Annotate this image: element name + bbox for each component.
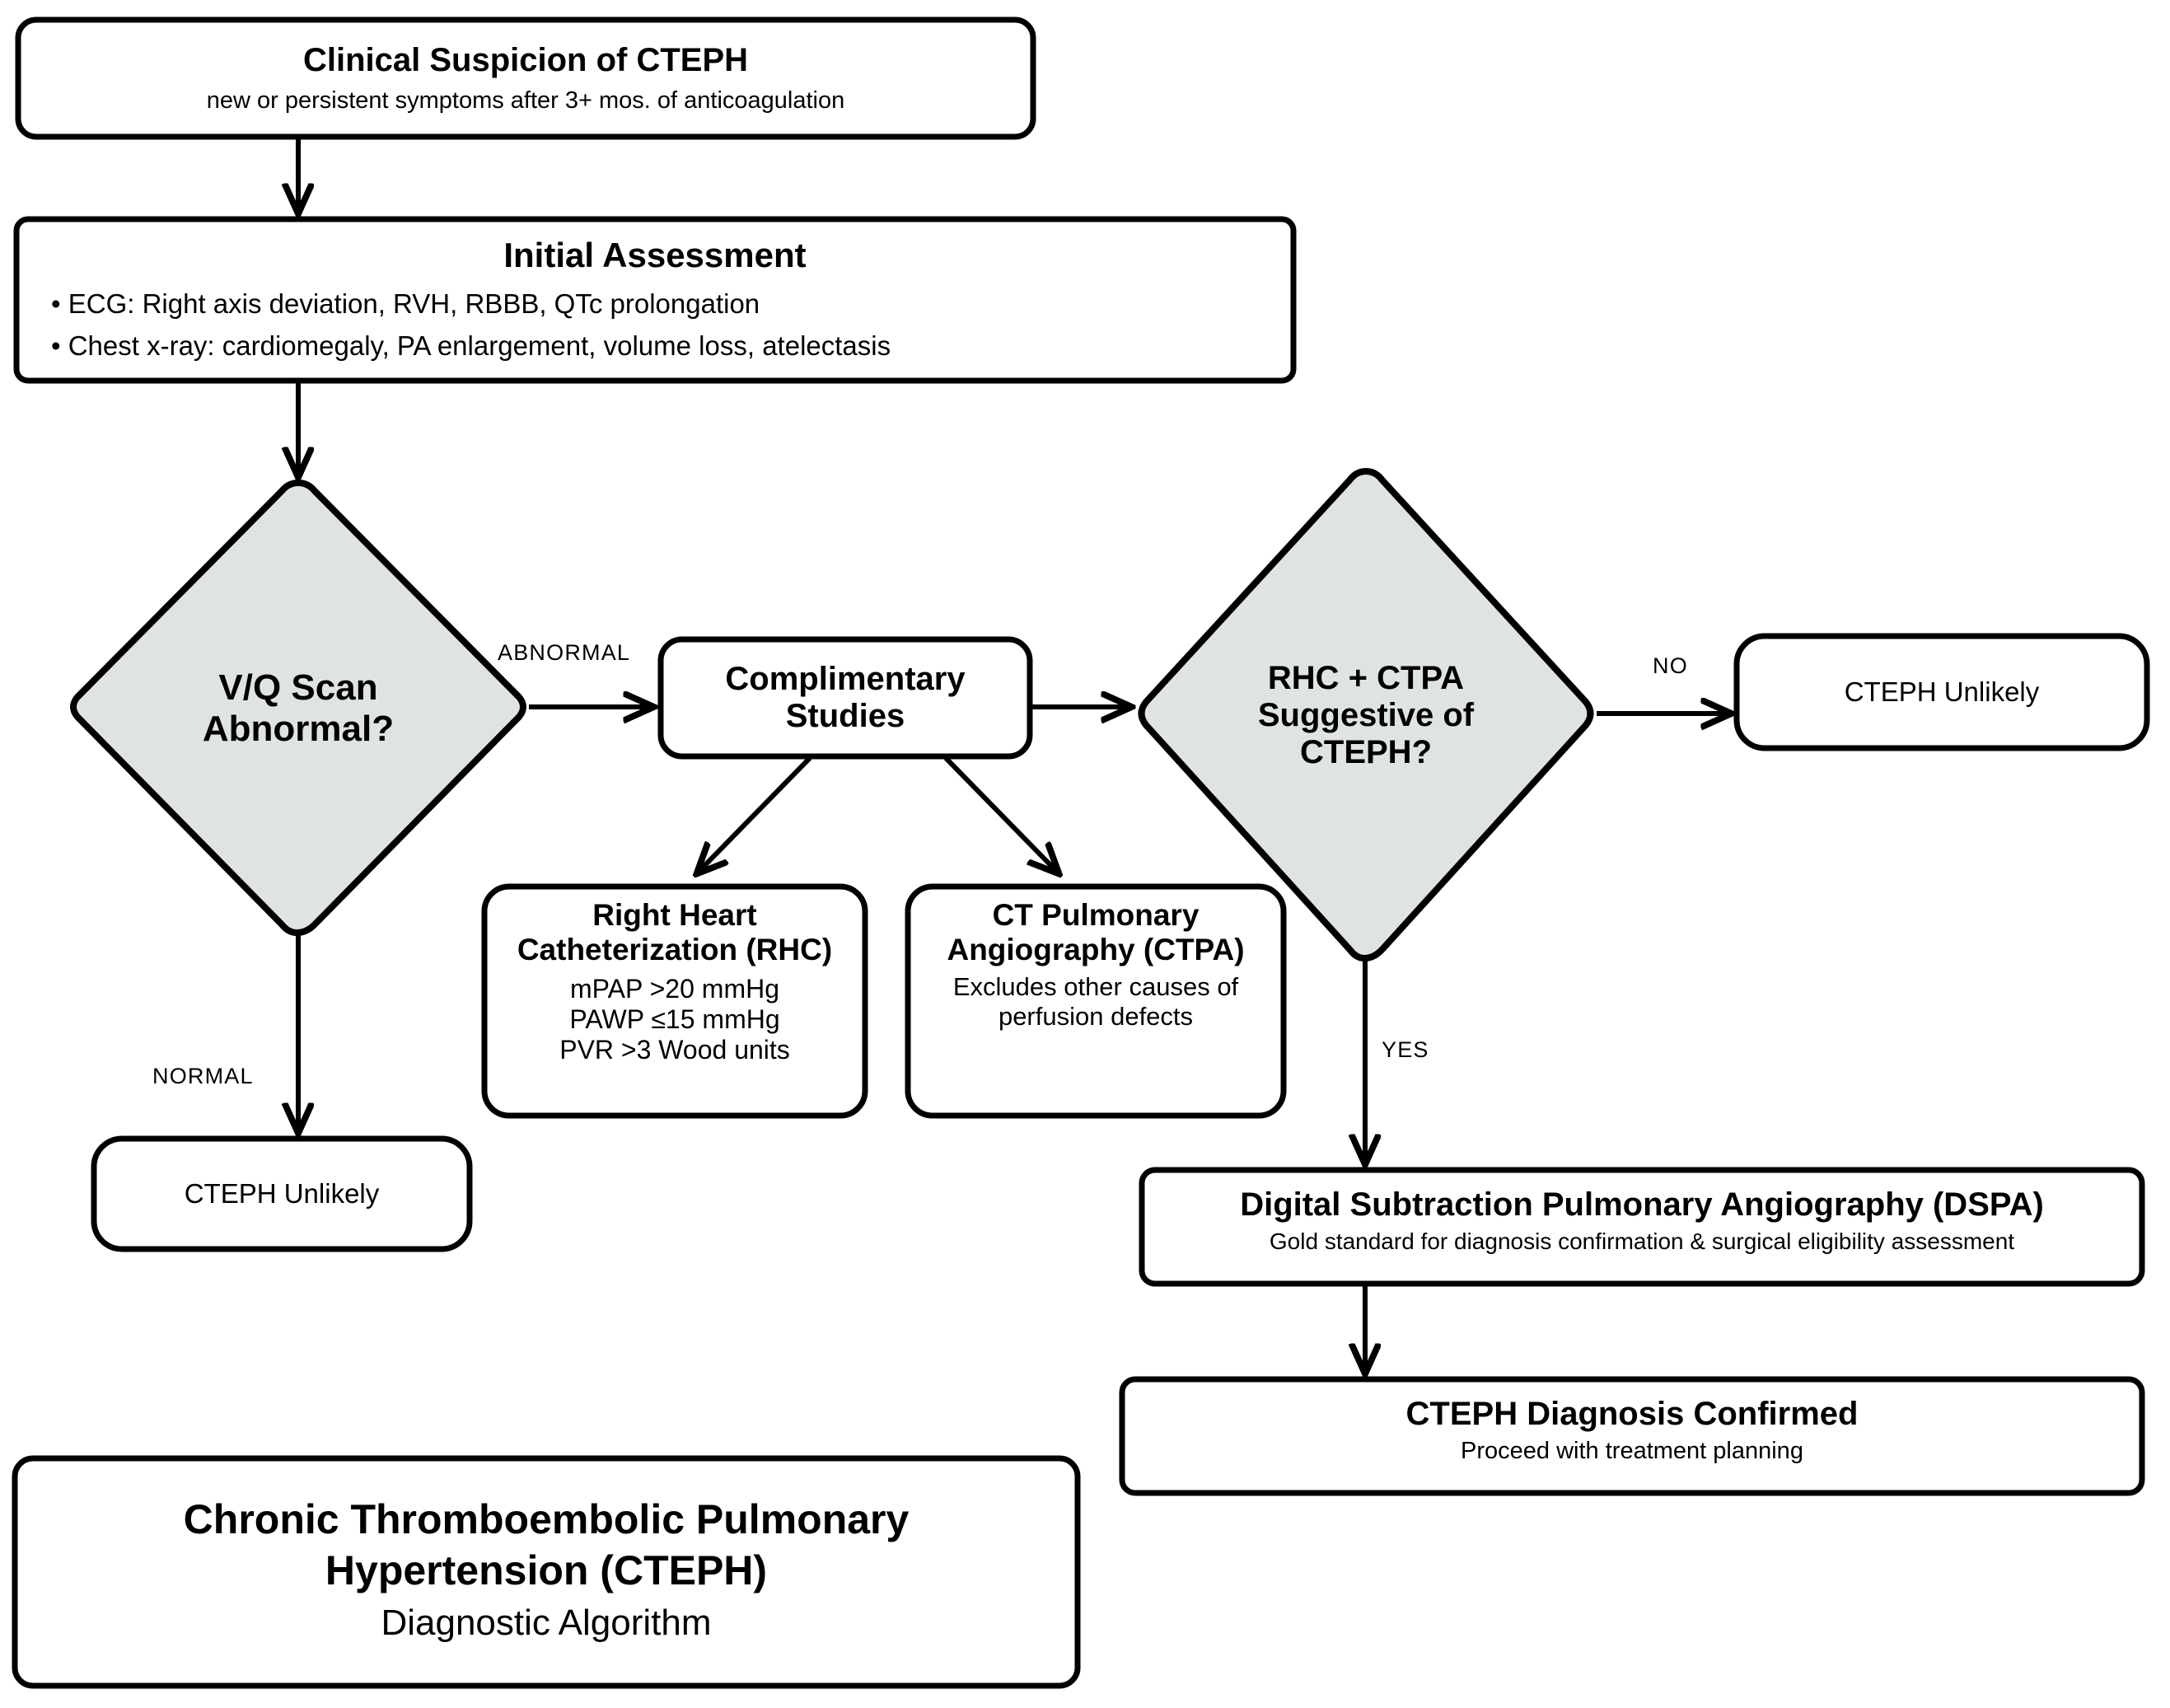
vq-scan-decision-diamond bbox=[70, 479, 526, 937]
title-card-box bbox=[12, 1455, 1081, 1689]
edge-label-abnormal: ABNORMAL bbox=[498, 640, 631, 665]
initial-assessment-bullet-0: • ECG: Right axis deviation, RVH, RBBB, … bbox=[51, 288, 760, 319]
cteph-unlikely-left-box bbox=[91, 1135, 473, 1252]
complimentary-studies-box bbox=[657, 636, 1033, 760]
initial-assessment-bullets: • ECG: Right axis deviation, RVH, RBBB, … bbox=[51, 288, 1270, 372]
cteph-unlikely-right-box bbox=[1733, 633, 2150, 751]
diagnosis-confirmed-box bbox=[1119, 1376, 2145, 1496]
dspa-box bbox=[1139, 1167, 2145, 1287]
edge-label-no: NO bbox=[1653, 653, 1688, 678]
connector-studies-to-ctpa bbox=[943, 756, 1057, 872]
initial-assessment-box bbox=[13, 216, 1297, 384]
ct-pulmonary-angiography-box bbox=[905, 883, 1287, 1119]
clinical-suspicion-box bbox=[15, 16, 1036, 140]
initial-assessment-bullet-1: • Chest x-ray: cardiomegaly, PA enlargem… bbox=[51, 330, 891, 361]
connector-studies-to-rhc bbox=[699, 756, 812, 872]
right-heart-catheterization-box bbox=[481, 883, 868, 1119]
edge-label-yes: YES bbox=[1382, 1037, 1429, 1062]
edge-label-normal: NORMAL bbox=[152, 1064, 254, 1088]
